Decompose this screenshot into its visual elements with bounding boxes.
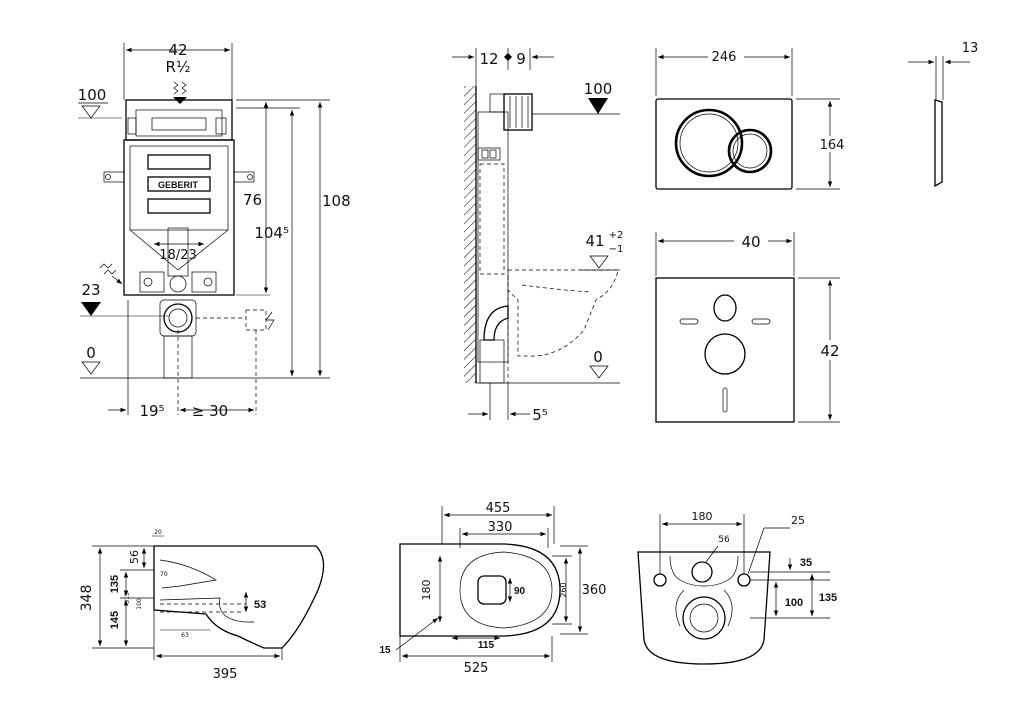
dist-30-label: ≥ 30: [192, 402, 228, 420]
bowl-side-view: 395 348 135 145 56 315 100 20 70 63 53: [79, 529, 325, 682]
back-35-label: 35: [800, 557, 812, 569]
top-360-label: 360: [582, 583, 607, 598]
pad-width-label: 40: [741, 233, 760, 251]
tolerance-minus: −1: [609, 244, 624, 255]
bowl-145-label: 145: [109, 611, 121, 629]
plate-depth-label: 13: [962, 41, 979, 56]
sound-insulation-pad: 40 42: [655, 232, 845, 423]
floor-label: 0: [86, 344, 96, 362]
side-55-label: 5⁵: [532, 406, 548, 424]
top-330-label: 330: [488, 520, 513, 535]
flush-plate-front: 246 164: [655, 48, 848, 190]
back-100-label: 100: [785, 597, 803, 609]
side-9-label: 9: [516, 50, 526, 68]
brand-logo: GEBERIT: [158, 180, 199, 190]
top-115-label: 115: [478, 640, 495, 651]
bowl-315-label: 315: [124, 592, 131, 604]
bowl-100-label: 100: [136, 598, 143, 610]
flush-level-label: 100: [78, 86, 107, 104]
bowl-70-label: 70: [160, 571, 168, 578]
supply-label: R½: [166, 58, 191, 76]
top-180-label: 180: [420, 580, 433, 601]
plate-width-label: 246: [712, 50, 737, 65]
pad-height-label: 42: [820, 342, 839, 360]
flush-plate-side: 13: [908, 41, 979, 188]
bowl-height-label: 348: [79, 585, 95, 612]
frame-width-label: 42: [168, 41, 187, 59]
installation-frame-front: 42 R½ 100 GEBERIT: [78, 41, 351, 420]
top-525-label: 525: [464, 661, 489, 676]
top-15-label: 15: [379, 645, 391, 656]
tolerance-plus: +2: [609, 230, 624, 241]
side-level-41-label: 41: [585, 232, 604, 250]
back-180-label: 180: [692, 510, 713, 523]
side-level-100-label: 100: [584, 80, 613, 98]
bowl-135-label: 135: [109, 575, 121, 593]
bowl-top-view: 455 330 360 260 180 90 115 15 525: [379, 501, 606, 676]
back-25-label: 25: [791, 514, 805, 527]
bowl-20-label: 20: [154, 529, 162, 536]
bowl-63-label: 63: [181, 632, 189, 639]
dist-195-label: 19⁵: [139, 402, 164, 420]
level-23-label: 23: [81, 281, 100, 299]
side-floor-label: 0: [593, 348, 603, 366]
bowl-53-label: 53: [254, 599, 266, 611]
height-108-label: 108: [322, 192, 351, 210]
bowl-back-view: 180 56 25 35 100 135: [637, 510, 837, 665]
side-12-label: 12: [479, 50, 498, 68]
height-104-label: 104⁵: [254, 224, 289, 242]
bowl-56-label: 56: [128, 550, 141, 564]
back-135-label: 135: [819, 592, 837, 604]
pipe-size-label: 18/23: [159, 248, 196, 263]
installation-side-view: 12 9 100 41 +2 −1 0: [452, 48, 623, 424]
plate-height-label: 164: [820, 138, 845, 153]
top-90-label: 90: [514, 586, 526, 597]
back-56-label: 56: [718, 535, 730, 545]
bowl-length-label: 395: [213, 667, 238, 682]
top-260-label: 260: [559, 582, 568, 597]
height-76-label: 76: [243, 191, 262, 209]
top-455-label: 455: [486, 501, 511, 516]
